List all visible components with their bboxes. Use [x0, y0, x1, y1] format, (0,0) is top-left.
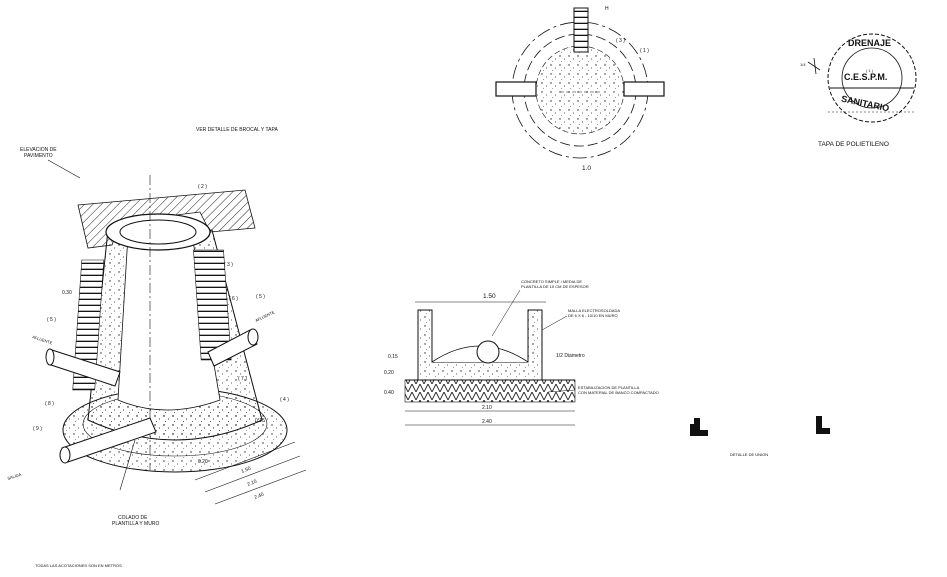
dim-line-base-3	[214, 469, 307, 505]
plan-callout-h: H	[605, 6, 609, 12]
pavement-block	[77, 189, 256, 249]
dim-line-base-2	[204, 455, 301, 493]
dim-240: 2.40	[254, 492, 265, 501]
elev-pavimento-2: PAVIMENTO	[24, 153, 53, 159]
callout-5: ( 5 )	[256, 294, 265, 300]
cover-inner-ring	[841, 47, 903, 109]
inlet-pipe-right	[207, 329, 258, 367]
shaft-interior	[117, 234, 221, 411]
dim-210: 2.10	[247, 479, 258, 488]
section-dim-top-label: 1.50	[483, 293, 496, 300]
iso-title: VER DETALLE DE BROCAL Y TAPA	[196, 127, 278, 133]
cone-top-opening	[119, 219, 197, 245]
joint-detail	[690, 416, 830, 436]
colado-1: COLADO DE	[118, 515, 148, 521]
section-note-1a: CONCRETO SIMPLE / MEDIA DE	[521, 279, 582, 284]
leader-estab	[547, 389, 576, 393]
callout-9: ( 9 )	[33, 426, 42, 432]
leader-colado	[119, 439, 136, 491]
dim-015: 0.15	[255, 418, 265, 424]
section-stabilization	[404, 379, 576, 403]
dim-030: 0.30	[62, 290, 72, 296]
plan-ladder	[573, 7, 589, 53]
cover-caption: TAPA DE POLIETILENO	[818, 141, 889, 148]
section-dim-240-label: 2.40	[482, 419, 492, 425]
plan-dim: 1.0	[582, 165, 591, 172]
cover-center: C.E.S.P.M.	[844, 72, 887, 82]
leader-malla	[541, 315, 568, 331]
section-pipe	[476, 340, 500, 364]
plan-pipe-right	[623, 81, 665, 97]
section-diam: 1/2 Diametro	[556, 353, 585, 359]
cover-dim: 1/4	[800, 62, 806, 67]
footnote: TODAS LAS ACOTACIONES SON EN METROS	[35, 563, 122, 568]
dim-020: 0.20	[198, 459, 208, 465]
leader-concreto	[491, 289, 521, 337]
plan-view	[495, 7, 665, 159]
callout-5-left: ( 5 )	[47, 317, 56, 323]
section-dim-210-label: 2.10	[482, 405, 492, 411]
plan-callout-1: ( 1 )	[640, 48, 649, 54]
section-dim-020: 0.20	[384, 370, 394, 376]
callout-8: ( 8 )	[45, 401, 54, 407]
section-view	[404, 289, 576, 426]
leader-pavimento	[47, 159, 81, 179]
callout-2: ( 2 )	[198, 184, 207, 190]
afluente-right-label: AFLUENTE	[254, 309, 275, 323]
callout-3: ( 3 )	[224, 262, 233, 268]
plan-pipe-left	[495, 81, 537, 97]
inlet-pipe-right-end	[247, 328, 259, 346]
polyethylene-cover	[807, 33, 917, 123]
outlet-pipe-end	[59, 446, 71, 464]
colado-2: PLANTILLA Y MURO	[112, 521, 159, 527]
section-estab-1: ESTABILIZACION DE PLANTILLA	[578, 385, 640, 390]
joint-profile-right	[816, 416, 830, 434]
callout-6: ( 6 )	[229, 296, 238, 302]
brick-band-left	[72, 259, 105, 391]
cover-center-small: ( 1 )	[866, 68, 874, 73]
dim-150: 1.50	[241, 466, 252, 475]
elev-pavimento-1: ELEVACION DE	[20, 147, 57, 153]
cover-ring-top: DRENAJE	[848, 38, 891, 48]
afluente-left-label: AFLUENTE	[32, 334, 54, 345]
joint-caption: DETALLE DE UNION	[730, 452, 768, 457]
cover-outer-ring	[827, 33, 917, 123]
plan-inner-circle	[535, 45, 625, 135]
dim-line-base-1	[194, 441, 296, 481]
section-estab-2: CON MATERIAL DE BANCO COMPACTADO	[578, 390, 659, 395]
plan-callout-3: ( 3 )	[616, 38, 625, 44]
callout-4: ( 4 )	[280, 397, 289, 403]
joint-profile-left	[690, 418, 708, 436]
inlet-pipe-left-end	[45, 348, 55, 366]
salida-label: SALIDA	[7, 472, 22, 481]
cover-pointer-icon	[807, 57, 821, 75]
section-dim-015: 0.15	[388, 354, 398, 360]
isometric-manhole	[45, 159, 307, 505]
callout-7: ( 7 )	[238, 376, 247, 382]
section-note-2b: DE 6 X 6 - 10/10 EN MURO	[568, 313, 618, 318]
section-note-1b: PLANTILLA DE 10 CM DE ESPESOR	[521, 284, 589, 289]
section-dim-040: 0.40	[384, 390, 394, 396]
section-note-2a: MALLA ELECTROSOLDADA	[568, 308, 620, 313]
